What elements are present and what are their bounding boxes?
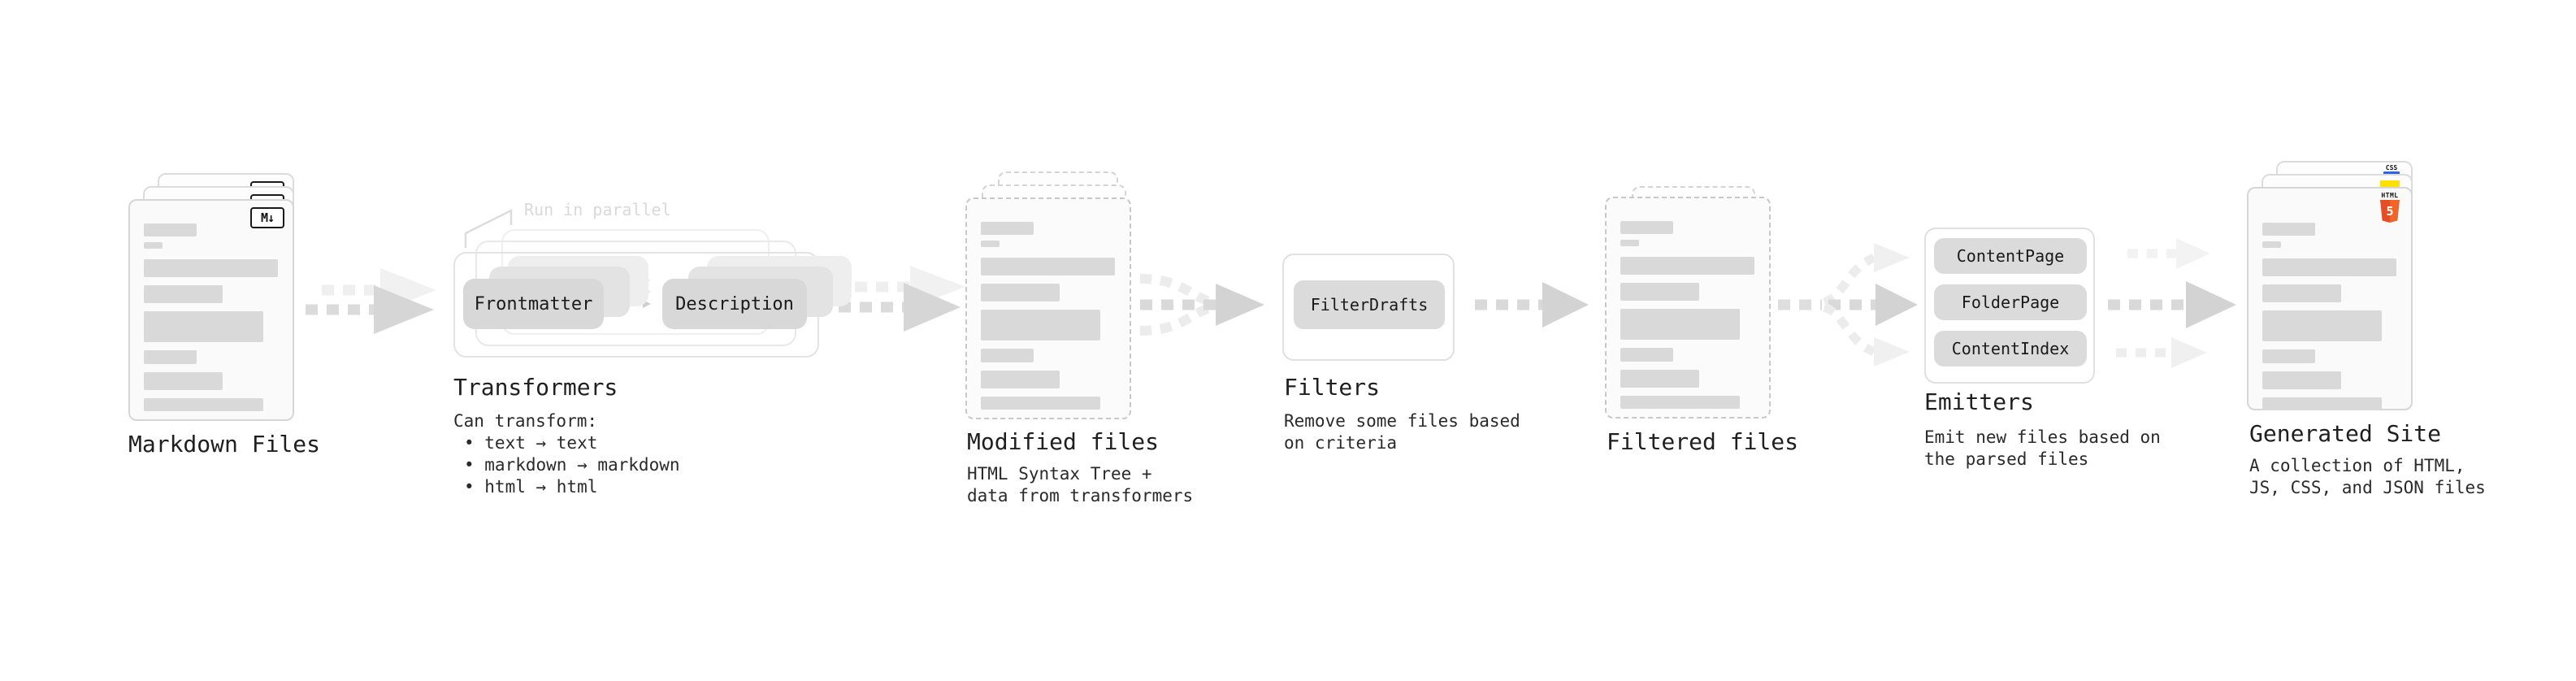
description-line: A collection of HTML, [2249,456,2465,475]
description-line: Emit new files based on [1924,427,2161,447]
filterdrafts-pill: FilterDrafts [1294,280,1445,329]
text-line-bars [144,223,279,411]
css-badge-bar [2383,171,2400,175]
generated-site-label: Generated Site [2249,420,2442,447]
html5-icon: HTML 5 [2379,193,2400,223]
description-line: HTML Syntax Tree + [967,464,1152,484]
text-line-bars [1620,221,1755,409]
css-badge: CSS [2383,165,2400,175]
transform-item: • html → html [464,477,598,497]
description-line: on criteria [1284,433,1398,453]
transformers-description: Can transform: • text → text • markdown … [453,410,680,498]
generated-file-card: HTML 5 [2247,187,2413,410]
contentpage-pill: ContentPage [1934,238,2087,274]
arrow-emitters-to-generated [2108,238,2236,368]
arrow-filtered-to-emitters [1778,243,1918,367]
description-line: data from transformers [967,486,1194,505]
filters-description: Remove some files based on criteria [1284,410,1520,454]
arrow-markdown-to-transformers [306,268,436,334]
text-line-bars [981,222,1116,410]
modified-file-card [965,197,1131,419]
modified-files-description: HTML Syntax Tree + data from transformer… [967,463,1193,507]
emitters-label: Emitters [1924,388,2034,415]
css-badge-label: CSS [2385,164,2398,171]
can-transform-title: Can transform: [453,411,598,431]
markdown-files-label: Markdown Files [128,431,321,458]
html5-shield: 5 [2380,200,2400,223]
description-pill: Description [662,279,807,329]
text-line-bars [2262,223,2397,410]
transform-item: • text → text [464,433,598,453]
description-line: the parsed files [1924,449,2089,469]
description-line: Remove some files based [1284,411,1520,431]
folderpage-pill: FolderPage [1934,284,2087,320]
modified-files-label: Modified files [967,428,1160,455]
contentindex-pill: ContentIndex [1934,331,2087,367]
transformers-label: Transformers [453,374,618,401]
arrow-transformers-to-modified [839,266,965,332]
markdown-file-card: M↓ [128,199,294,421]
generated-site-description: A collection of HTML, JS, CSS, and JSON … [2249,455,2486,499]
filtered-file-card [1605,197,1771,419]
arrow-modified-to-filters [1139,274,1264,336]
emitters-description: Emit new files based on the parsed files [1924,427,2161,471]
description-line: JS, CSS, and JSON files [2249,478,2486,497]
html5-label: HTML [2381,192,2399,199]
frontmatter-pill: Frontmatter [463,279,604,329]
filtered-files-label: Filtered files [1607,428,1799,455]
transform-item: • markdown → markdown [464,455,680,475]
run-in-parallel-note: Run in parallel [524,200,671,219]
arrow-filters-to-filtered [1475,282,1589,327]
filters-label: Filters [1284,374,1381,401]
markdown-icon: M↓ [250,207,284,228]
